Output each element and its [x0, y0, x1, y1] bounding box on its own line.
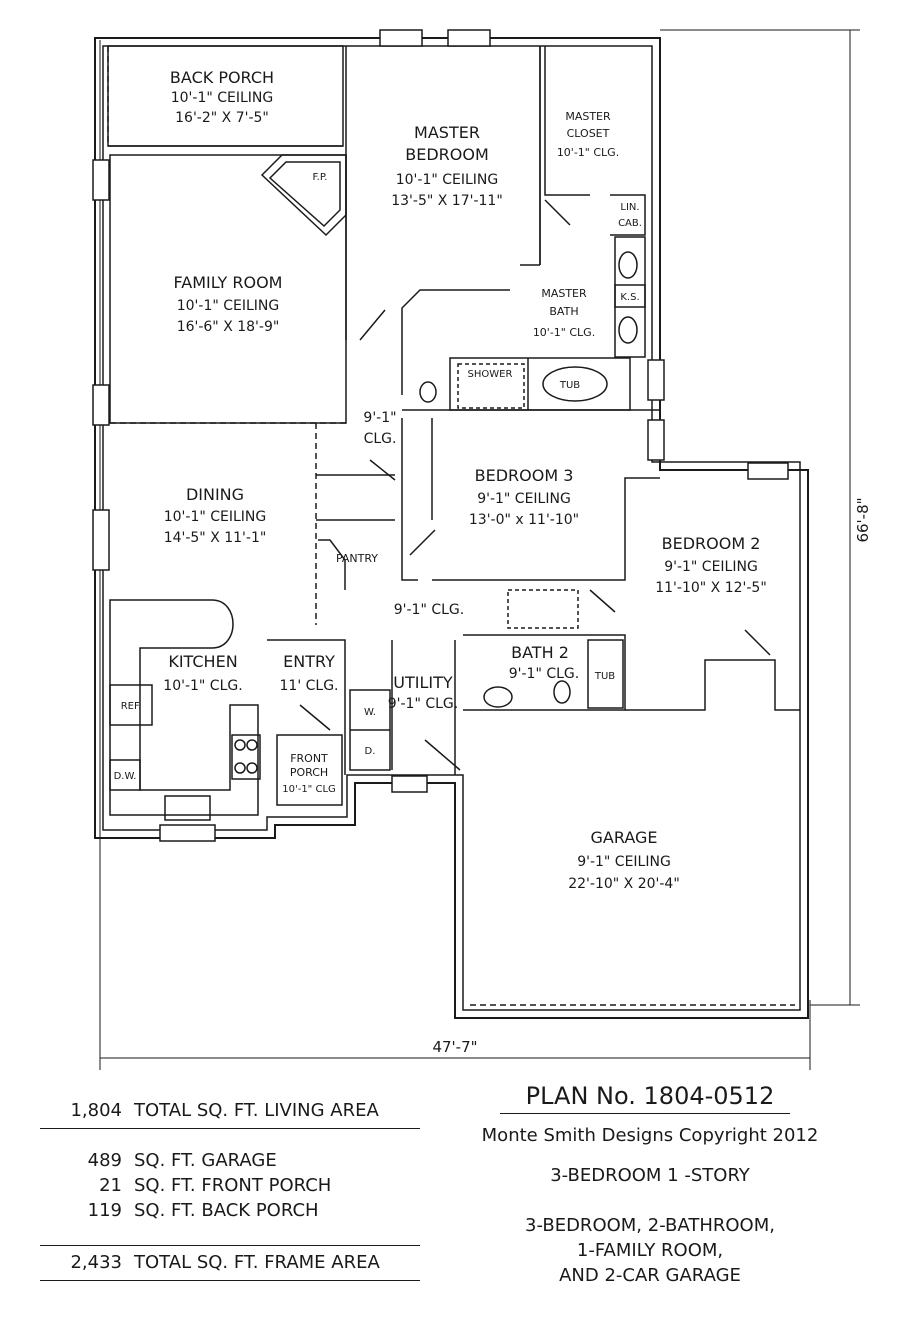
copyright-text: Monte Smith Designs Copyright 2012 [481, 1125, 819, 1146]
hall-ceiling-line2: CLG. [364, 431, 397, 447]
pantry-label: PANTRY [336, 552, 378, 565]
floor-plan: BACK PORCH 10'-1" CEILING 16'-2" X 7'-5"… [92, 29, 872, 1070]
living-area-rule [40, 1128, 420, 1129]
entry-ceiling: 11' CLG. [280, 678, 339, 694]
bedroom2-ceiling: 9'-1" CEILING [664, 559, 758, 575]
knee-space-label: K.S. [620, 292, 639, 303]
family-room-name: FAMILY ROOM [174, 273, 283, 292]
master-closet-ceiling: 10'-1" CLG. [557, 146, 619, 159]
living-area-row: 1,804 TOTAL SQ. FT. LIVING AREA [40, 1100, 379, 1121]
utility-ceiling: 9'-1" CLG. [388, 696, 458, 712]
linen-cabinet-line2: CAB. [618, 218, 642, 229]
master-bedroom-name-line1: MASTER [414, 123, 480, 142]
living-area-label: TOTAL SQ. FT. LIVING AREA [134, 1100, 379, 1121]
bedroom2-name: BEDROOM 2 [662, 534, 761, 553]
linen-cabinet-line1: LIN. [620, 202, 639, 213]
front-porch-area-label: SQ. FT. FRONT PORCH [134, 1175, 332, 1196]
family-room-ceiling: 10'-1" CEILING [177, 298, 280, 314]
dining-size: 14'-5" X 11'-1" [164, 530, 267, 546]
bedroom3-size: 13'-0" x 11'-10" [469, 512, 579, 528]
tub-label: TUB [559, 380, 580, 391]
kitchen-ceiling: 10'-1" CLG. [163, 678, 242, 694]
back-porch-area-value: 119 [87, 1200, 122, 1221]
master-bedroom-size: 13'-5" X 17'-11" [391, 193, 503, 209]
master-closet-name-line1: MASTER [565, 110, 611, 123]
bath2-name: BATH 2 [511, 643, 569, 662]
refrigerator-label: REF. [121, 701, 142, 712]
hall-ceiling-line1: 9'-1" [363, 410, 396, 426]
bath2-ceiling: 9'-1" CLG. [509, 666, 579, 682]
frame-area-row: 2,433 TOTAL SQ. FT. FRAME AREA [40, 1252, 380, 1273]
dining-name: DINING [186, 485, 244, 504]
frame-area-bottom-rule [40, 1280, 420, 1281]
garage-ceiling: 9'-1" CEILING [577, 854, 671, 870]
garage-area-label: SQ. FT. GARAGE [134, 1150, 277, 1171]
master-bath-ceiling: 10'-1" CLG. [533, 326, 595, 339]
garage-name: GARAGE [591, 828, 658, 847]
hall2-ceiling: 9'-1" CLG. [394, 602, 464, 618]
garage-area-row: 489 SQ. FT. GARAGE [40, 1150, 277, 1171]
bedroom3-ceiling: 9'-1" CEILING [477, 491, 571, 507]
front-porch-ceiling: 10'-1" CLG [282, 784, 336, 795]
master-bedroom-ceiling: 10'-1" CEILING [396, 172, 499, 188]
back-porch-ceiling: 10'-1" CEILING [171, 90, 274, 106]
master-bath-name-line2: BATH [549, 305, 578, 318]
fireplace-label: F.P. [313, 172, 328, 183]
frame-area-rule [40, 1245, 420, 1246]
bedroom2-size: 11'-10" X 12'-5" [655, 580, 767, 596]
entry-name: ENTRY [283, 652, 335, 671]
front-porch-area-row: 21 SQ. FT. FRONT PORCH [40, 1175, 331, 1196]
washer-label: W. [364, 707, 376, 718]
overall-depth-dimension: 66'-8" [854, 497, 872, 542]
garage-size: 22'-10" X 20'-4" [568, 876, 680, 892]
plan-description-line2: 1-FAMILY ROOM, [576, 1240, 724, 1261]
garage-area-value: 489 [87, 1150, 122, 1171]
frame-area-value: 2,433 [70, 1252, 122, 1273]
kitchen-name: KITCHEN [168, 652, 237, 671]
dining-ceiling: 10'-1" CEILING [164, 509, 267, 525]
front-porch-name-line2: PORCH [290, 766, 328, 779]
plan-description-line1: 3-BEDROOM, 2-BATHROOM, [525, 1215, 775, 1236]
back-porch-area-label: SQ. FT. BACK PORCH [134, 1200, 319, 1221]
front-porch-area-value: 21 [99, 1175, 122, 1196]
plan-number: PLAN No. 1804-0512 [525, 1082, 775, 1110]
master-bedroom-name-line2: BEDROOM [405, 145, 489, 164]
dryer-label: D. [365, 746, 376, 757]
dishwasher-label: D.W. [114, 771, 137, 782]
bedroom3-name: BEDROOM 3 [475, 466, 574, 485]
master-closet-name-line2: CLOSET [567, 127, 610, 140]
master-bath-name-line1: MASTER [541, 287, 587, 300]
front-porch-name-line1: FRONT [290, 752, 328, 765]
shower-label: SHOWER [468, 369, 513, 380]
back-porch-area-row: 119 SQ. FT. BACK PORCH [40, 1200, 319, 1221]
frame-area-label: TOTAL SQ. FT. FRAME AREA [134, 1252, 380, 1273]
family-room-size: 16'-6" X 18'-9" [177, 319, 280, 335]
back-porch-size: 16'-2" X 7'-5" [175, 110, 269, 126]
back-porch-name: BACK PORCH [170, 68, 274, 87]
plan-description-line3: AND 2-CAR GARAGE [559, 1265, 741, 1286]
plan-number-rule [500, 1113, 790, 1114]
bath2-tub-label: TUB [594, 671, 615, 682]
utility-name: UTILITY [393, 673, 453, 692]
plan-summary: 3-BEDROOM 1 -STORY [550, 1165, 750, 1186]
living-area-value: 1,804 [70, 1100, 122, 1121]
overall-width-dimension: 47'-7" [432, 1038, 477, 1056]
